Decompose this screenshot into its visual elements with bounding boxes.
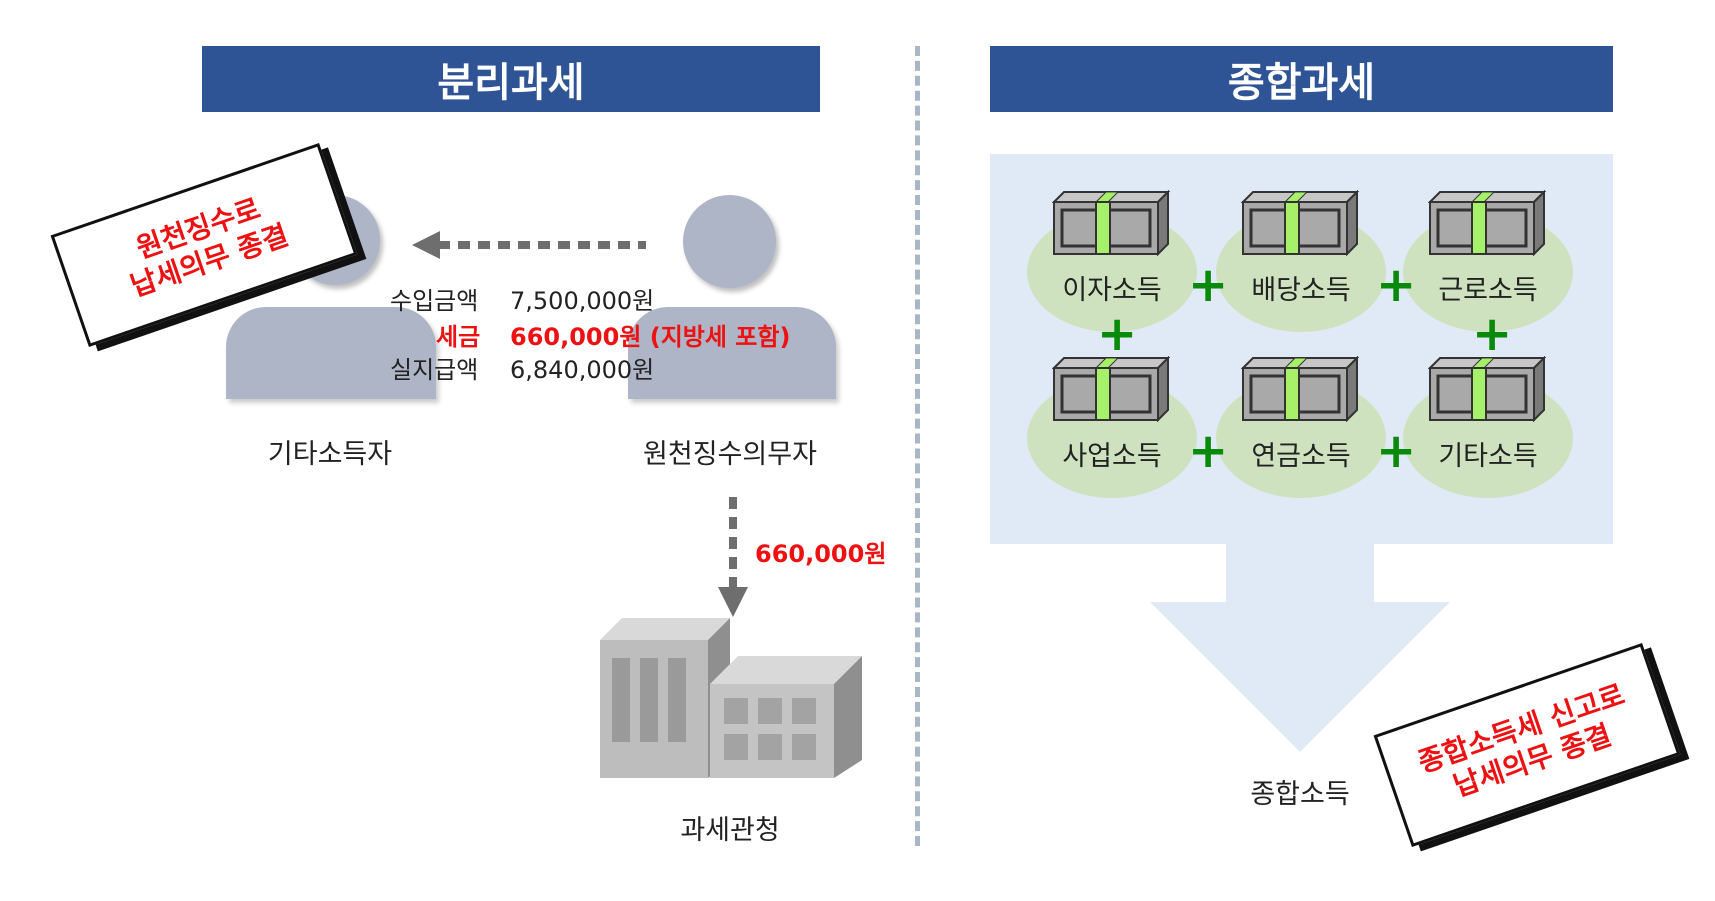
gross-amount-label: 수입금액 <box>390 287 479 315</box>
tax-office-label: 과세관청 <box>680 815 780 846</box>
comprehensive-taxation-title: 종합과세 <box>1227 60 1376 106</box>
separate-taxation-title: 분리과세 <box>437 60 585 106</box>
tax-office-building-icon <box>600 618 862 778</box>
money-bundle-icon <box>1241 190 1359 256</box>
withholder-person-body-icon <box>628 307 836 399</box>
money-bundle-icon <box>1428 190 1546 256</box>
income-label-labor: 근로소득 <box>1438 275 1538 306</box>
aggregate-arrow-icon <box>1150 544 1450 752</box>
separate-taxation-header: 분리과세 <box>202 46 820 112</box>
recipient-label: 기타소득자 <box>267 439 393 470</box>
comprehensive-income-label: 종합소득 <box>1250 779 1350 810</box>
plus-icon: + <box>1097 306 1138 362</box>
payment-arrow-icon <box>412 231 646 259</box>
net-amount-value: 6,840,000원 <box>510 356 655 384</box>
comprehensive-taxation-header: 종합과세 <box>990 46 1613 112</box>
plus-icon: + <box>1188 257 1229 313</box>
income-label-pension: 연금소득 <box>1251 441 1351 472</box>
income-label-business: 사업소득 <box>1062 441 1162 472</box>
income-label-interest: 이자소득 <box>1062 275 1162 306</box>
section-divider <box>915 46 920 846</box>
tax-value: 660,000원 (지방세 포함) <box>510 323 791 351</box>
net-amount-label: 실지급액 <box>390 356 479 384</box>
withholder-person-head-icon <box>683 195 776 288</box>
money-bundle-icon <box>1241 356 1359 422</box>
tax-label: 세금 <box>436 323 481 351</box>
gross-amount-value: 7,500,000원 <box>510 287 655 315</box>
plus-icon: + <box>1376 257 1417 313</box>
money-bundle-icon <box>1052 356 1170 422</box>
plus-icon: + <box>1188 423 1229 479</box>
tax-transfer-arrow-icon <box>718 497 748 617</box>
tax-transfer-amount: 660,000원 <box>755 540 887 568</box>
money-bundle-icon <box>1052 190 1170 256</box>
withholder-label: 원천징수의무자 <box>643 439 817 470</box>
plus-icon: + <box>1376 423 1417 479</box>
income-label-other: 기타소득 <box>1438 441 1538 472</box>
plus-icon: + <box>1472 306 1513 362</box>
money-bundle-icon <box>1428 356 1546 422</box>
income-label-dividend: 배당소득 <box>1251 275 1351 306</box>
recipient-person-body-icon <box>226 307 436 399</box>
